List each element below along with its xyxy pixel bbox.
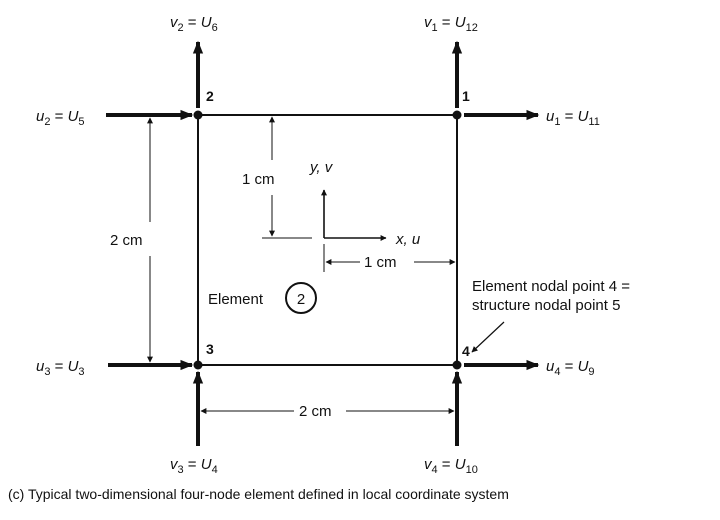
element-number-circle bbox=[285, 282, 317, 314]
node-2-u-dof-label: u2 = U5 bbox=[36, 108, 85, 128]
node-2-point bbox=[193, 110, 203, 120]
node-2-number: 2 bbox=[206, 88, 214, 104]
node-4-point bbox=[452, 360, 462, 370]
y-axis-label: y, v bbox=[309, 159, 334, 176]
x-axis-label: x, u bbox=[395, 231, 421, 248]
width-label: 2 cm bbox=[299, 403, 332, 420]
node-3-v-dof-label: v3 = U4 bbox=[170, 456, 218, 476]
node-3-u-dof-label: u3 = U3 bbox=[36, 358, 85, 378]
annotation-line-1: Element nodal point 4 = bbox=[472, 278, 630, 295]
offset-h-label: 1 cm bbox=[364, 254, 397, 271]
node-1-v-dof-label: v1 = U12 bbox=[424, 14, 478, 34]
offset-v-label: 1 cm bbox=[242, 171, 275, 188]
node-3-point bbox=[193, 360, 203, 370]
node-1-point bbox=[452, 110, 462, 120]
element-label: Element bbox=[208, 291, 264, 308]
node-3-number: 3 bbox=[206, 341, 214, 357]
annotation-line-2: structure nodal point 5 bbox=[472, 297, 620, 314]
node-2-v-dof-label: v2 = U6 bbox=[170, 14, 218, 34]
element-number: 2 bbox=[297, 291, 305, 308]
height-label: 2 cm bbox=[110, 232, 143, 249]
figure-caption: (c) Typical two-dimensional four-node el… bbox=[8, 486, 509, 502]
element-boundary bbox=[197, 114, 458, 366]
node-1-number: 1 bbox=[462, 88, 470, 104]
four-node-element-diagram: 1 2 3 4 v2 = U6 v1 = U12 u2 = U5 u1 = U1… bbox=[36, 14, 630, 476]
node-4-u-dof-label: u4 = U9 bbox=[546, 358, 595, 378]
node-1-u-dof-label: u1 = U11 bbox=[546, 108, 600, 128]
node-4-number: 4 bbox=[462, 343, 470, 359]
node-4-v-dof-label: v4 = U10 bbox=[424, 456, 478, 476]
annotation-pointer-arrow bbox=[471, 321, 505, 353]
